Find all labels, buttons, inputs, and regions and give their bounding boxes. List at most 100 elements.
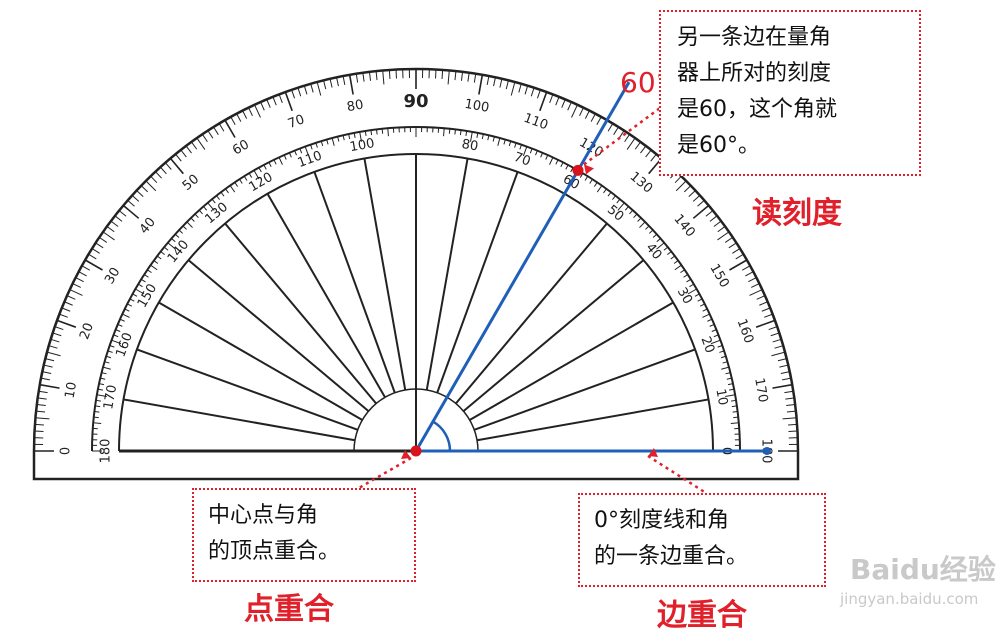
scale-tick [473, 73, 477, 83]
inner-scale-tick [709, 323, 715, 327]
scale-tick [50, 338, 60, 343]
inner-scale-label: 70 [512, 150, 533, 170]
annotation-line: 的顶点重合。 [208, 539, 341, 564]
inner-scale-tick [111, 339, 122, 345]
inner-scale-tick [104, 361, 110, 364]
radial-line [476, 398, 709, 442]
scale-tick [75, 277, 84, 283]
outer-scale-label: 30 [102, 265, 123, 287]
radial-line [425, 158, 469, 391]
inner-scale-tick [545, 154, 549, 160]
outer-scale-label: 100 [463, 97, 490, 116]
inner-scale-tick [243, 175, 248, 181]
inner-scale-tick [102, 366, 111, 370]
inner-scale-tick [353, 132, 356, 138]
inner-scale-tick [674, 264, 682, 271]
inner-scale-tick [731, 405, 737, 408]
inner-scale-tick [616, 198, 621, 204]
scale-tick [355, 73, 359, 83]
scale-tick [493, 77, 496, 87]
inner-scale-tick [629, 209, 634, 215]
scale-tick [692, 204, 710, 219]
scale-tick [196, 137, 206, 150]
scale-tick [567, 101, 572, 111]
scale-tick [284, 91, 293, 112]
inner-scale-tick [117, 323, 123, 327]
scale-tick [764, 313, 773, 318]
scale-tick [607, 123, 614, 132]
inner-scale-tick [273, 159, 277, 165]
radial-line [136, 348, 359, 431]
scale-tick [751, 283, 760, 288]
scale-tick [165, 162, 172, 170]
scale-tick [454, 71, 457, 81]
inner-scale-tick [476, 132, 479, 138]
inner-scale-tick [294, 150, 297, 156]
outer-scale-label: 170 [751, 377, 770, 404]
scale-tick [218, 123, 225, 132]
scale-tick [45, 358, 55, 362]
scale-tick [323, 80, 327, 90]
scale-tick [91, 248, 100, 254]
scale-tick [784, 390, 794, 394]
inner-scale-tick [555, 159, 559, 165]
scale-tick [43, 364, 53, 368]
scale-tick [348, 74, 354, 95]
scale-tick [717, 231, 730, 241]
annotation-read-scale: 另一条边在量角 器上所对的刻度 是60，这个角就 是60°。 [659, 10, 921, 176]
inner-scale-tick [702, 308, 708, 312]
scale-tick [266, 99, 271, 108]
scale-tick [127, 200, 135, 207]
inner-scale-tick [689, 283, 694, 288]
scale-tick [683, 185, 692, 193]
radial-line [363, 158, 407, 391]
inner-scale-tick [178, 229, 184, 234]
inner-scale-tick [337, 136, 340, 142]
angle-ray-60 [414, 81, 631, 452]
scale-tick [618, 130, 625, 139]
inner-scale-tick [633, 213, 638, 219]
inner-scale-tick [370, 130, 373, 136]
scale-tick [674, 175, 682, 184]
scale-tick [185, 145, 192, 154]
scale-tick [36, 410, 46, 413]
scale-tick [342, 75, 346, 85]
scale-tick [786, 403, 796, 407]
inner-scale-tick [721, 366, 730, 370]
inner-scale-tick [94, 411, 100, 413]
inner-scale-tick [211, 198, 216, 204]
inner-scale-label: 80 [460, 137, 479, 155]
scale-tick [759, 301, 768, 306]
inner-scale-tick [135, 288, 145, 295]
inner-scale-tick [624, 206, 629, 211]
annotation-line: 另一条边在量角 [677, 25, 832, 50]
inner-scale-tick [470, 131, 473, 142]
scale-tick [54, 326, 64, 331]
inner-scale-tick [656, 242, 665, 250]
radial-line [187, 259, 370, 412]
radial-line [266, 193, 386, 398]
inner-scale-tick [101, 372, 107, 375]
inner-scale-tick [579, 173, 584, 178]
scale-tick [732, 248, 741, 254]
scale-tick [749, 289, 763, 296]
scale-tick [260, 101, 265, 111]
inner-scale-tick [726, 377, 732, 380]
inner-scale-tick [234, 182, 239, 187]
scale-tick [48, 345, 58, 349]
scale-tick [613, 126, 619, 135]
scale-tick [155, 171, 162, 179]
inner-scale-tick [593, 182, 598, 187]
scale-tick [530, 87, 535, 97]
center-scale-label: 90 [403, 91, 428, 112]
inner-scale-tick [127, 303, 132, 307]
scale-tick [254, 104, 261, 118]
scale-tick [596, 116, 602, 126]
scale-tick [772, 383, 793, 389]
scale-tick [316, 81, 322, 96]
inner-scale-tick [697, 298, 703, 302]
inner-scale-tick [540, 152, 544, 158]
scale-tick [768, 326, 778, 331]
leader-arrowhead [584, 164, 594, 175]
inner-scale-tick [686, 278, 692, 283]
